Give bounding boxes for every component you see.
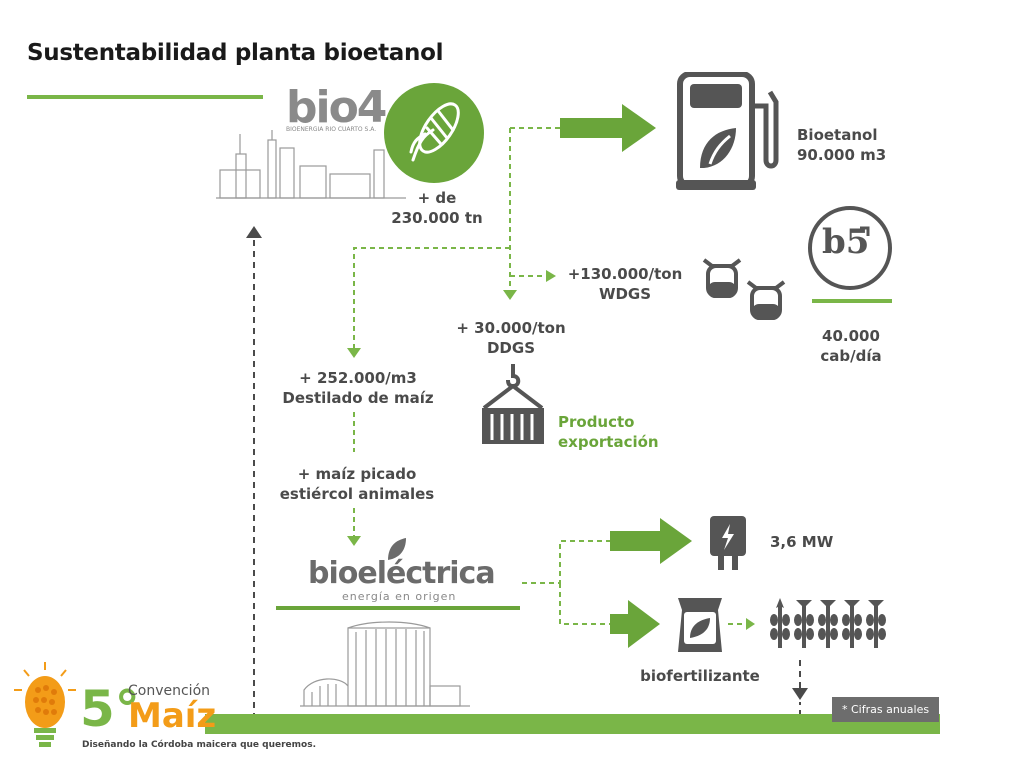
export-line1: Producto: [558, 413, 635, 431]
bioetanol-line1: Bioetanol: [797, 126, 878, 144]
fuel-pump-icon: [676, 72, 779, 190]
bioetanol-line2: 90.000 m3: [797, 146, 887, 164]
arrow-to-fertilizer: [610, 600, 660, 648]
picado-line1: + maíz picado: [297, 465, 417, 483]
cattle-label: 40.000 cab/día: [806, 326, 896, 366]
wdgs-line1: +130.000/ton: [567, 265, 683, 283]
export-label: Producto exportación: [558, 412, 659, 452]
cattle-line2: cab/día: [820, 347, 882, 365]
picado-line2: estiércol animales: [279, 485, 435, 503]
bioethanol-plant-drawing: [216, 130, 406, 199]
export-line2: exportación: [558, 433, 659, 451]
power-label: 3,6 MW: [770, 533, 834, 551]
plug-icon: [710, 516, 746, 570]
bioelectrica-logo: bioeléctrica: [308, 556, 496, 591]
arrow-ddgs: [503, 290, 517, 300]
container-crane-icon: [482, 364, 544, 444]
destilado-label: + 252.000/m3 Destilado de maíz: [278, 368, 438, 408]
page-title: Sustentabilidad planta bioetanol: [27, 40, 444, 66]
arrow-wdgs: [546, 270, 556, 282]
convention-tagline: Diseñando la Córdoba maicera que queremo…: [82, 740, 316, 750]
ddgs-line1: + 30.000/ton: [456, 319, 566, 337]
title-underline: [27, 95, 263, 99]
arrow-return-up: [246, 226, 262, 238]
wdgs-label: +130.000/ton WDGS: [560, 264, 690, 304]
bioelectrica-subtitle: energía en origen: [342, 590, 457, 603]
corn-input-line1: + de: [417, 189, 457, 207]
corn-input-line2: 230.000 tn: [391, 209, 483, 227]
biofertilizante-label: biofertilizante: [640, 667, 760, 685]
convention-number: 5°: [80, 680, 140, 738]
crop-field-icon: [770, 598, 886, 648]
cow-icon: [702, 258, 786, 320]
ground-bar: [205, 714, 940, 734]
destilado-line1: + 252.000/m3: [299, 369, 417, 387]
arrow-to-power: [610, 518, 692, 564]
corn-input-label: + de 230.000 tn: [382, 188, 492, 228]
arrow-to-bioetanol: [560, 104, 656, 152]
b5-text: b5: [822, 222, 870, 262]
picado-label: + maíz picado estiércol animales: [274, 464, 440, 504]
convention-brand: Maíz: [128, 696, 217, 736]
bio4-subtitle: BIOENERGIA RIO CUARTO S.A.: [286, 126, 377, 133]
bulb-corn-icon: [14, 662, 76, 747]
arrow-destilado: [347, 348, 361, 358]
ddgs-label: + 30.000/ton DDGS: [448, 318, 574, 358]
convention-word: Convención: [128, 683, 211, 699]
cattle-line1: 40.000: [822, 327, 880, 345]
bioetanol-label: Bioetanol 90.000 m3: [797, 125, 886, 165]
footnote-badge: * Cifras anuales: [832, 697, 940, 722]
b5-icon: [808, 206, 892, 290]
biogas-plant-drawing: [300, 621, 470, 707]
bio4-logo: bio4: [286, 82, 387, 133]
ddgs-line2: DDGS: [486, 339, 536, 357]
arrow-bioelectrica: [347, 536, 361, 546]
corn-icon: [384, 83, 484, 183]
leaf-icon: [388, 538, 406, 560]
big-arrows: [560, 104, 692, 648]
wdgs-line2: WDGS: [598, 285, 652, 303]
destilado-line2: Destilado de maíz: [282, 389, 434, 407]
fertilizer-bag-icon: [678, 598, 722, 652]
